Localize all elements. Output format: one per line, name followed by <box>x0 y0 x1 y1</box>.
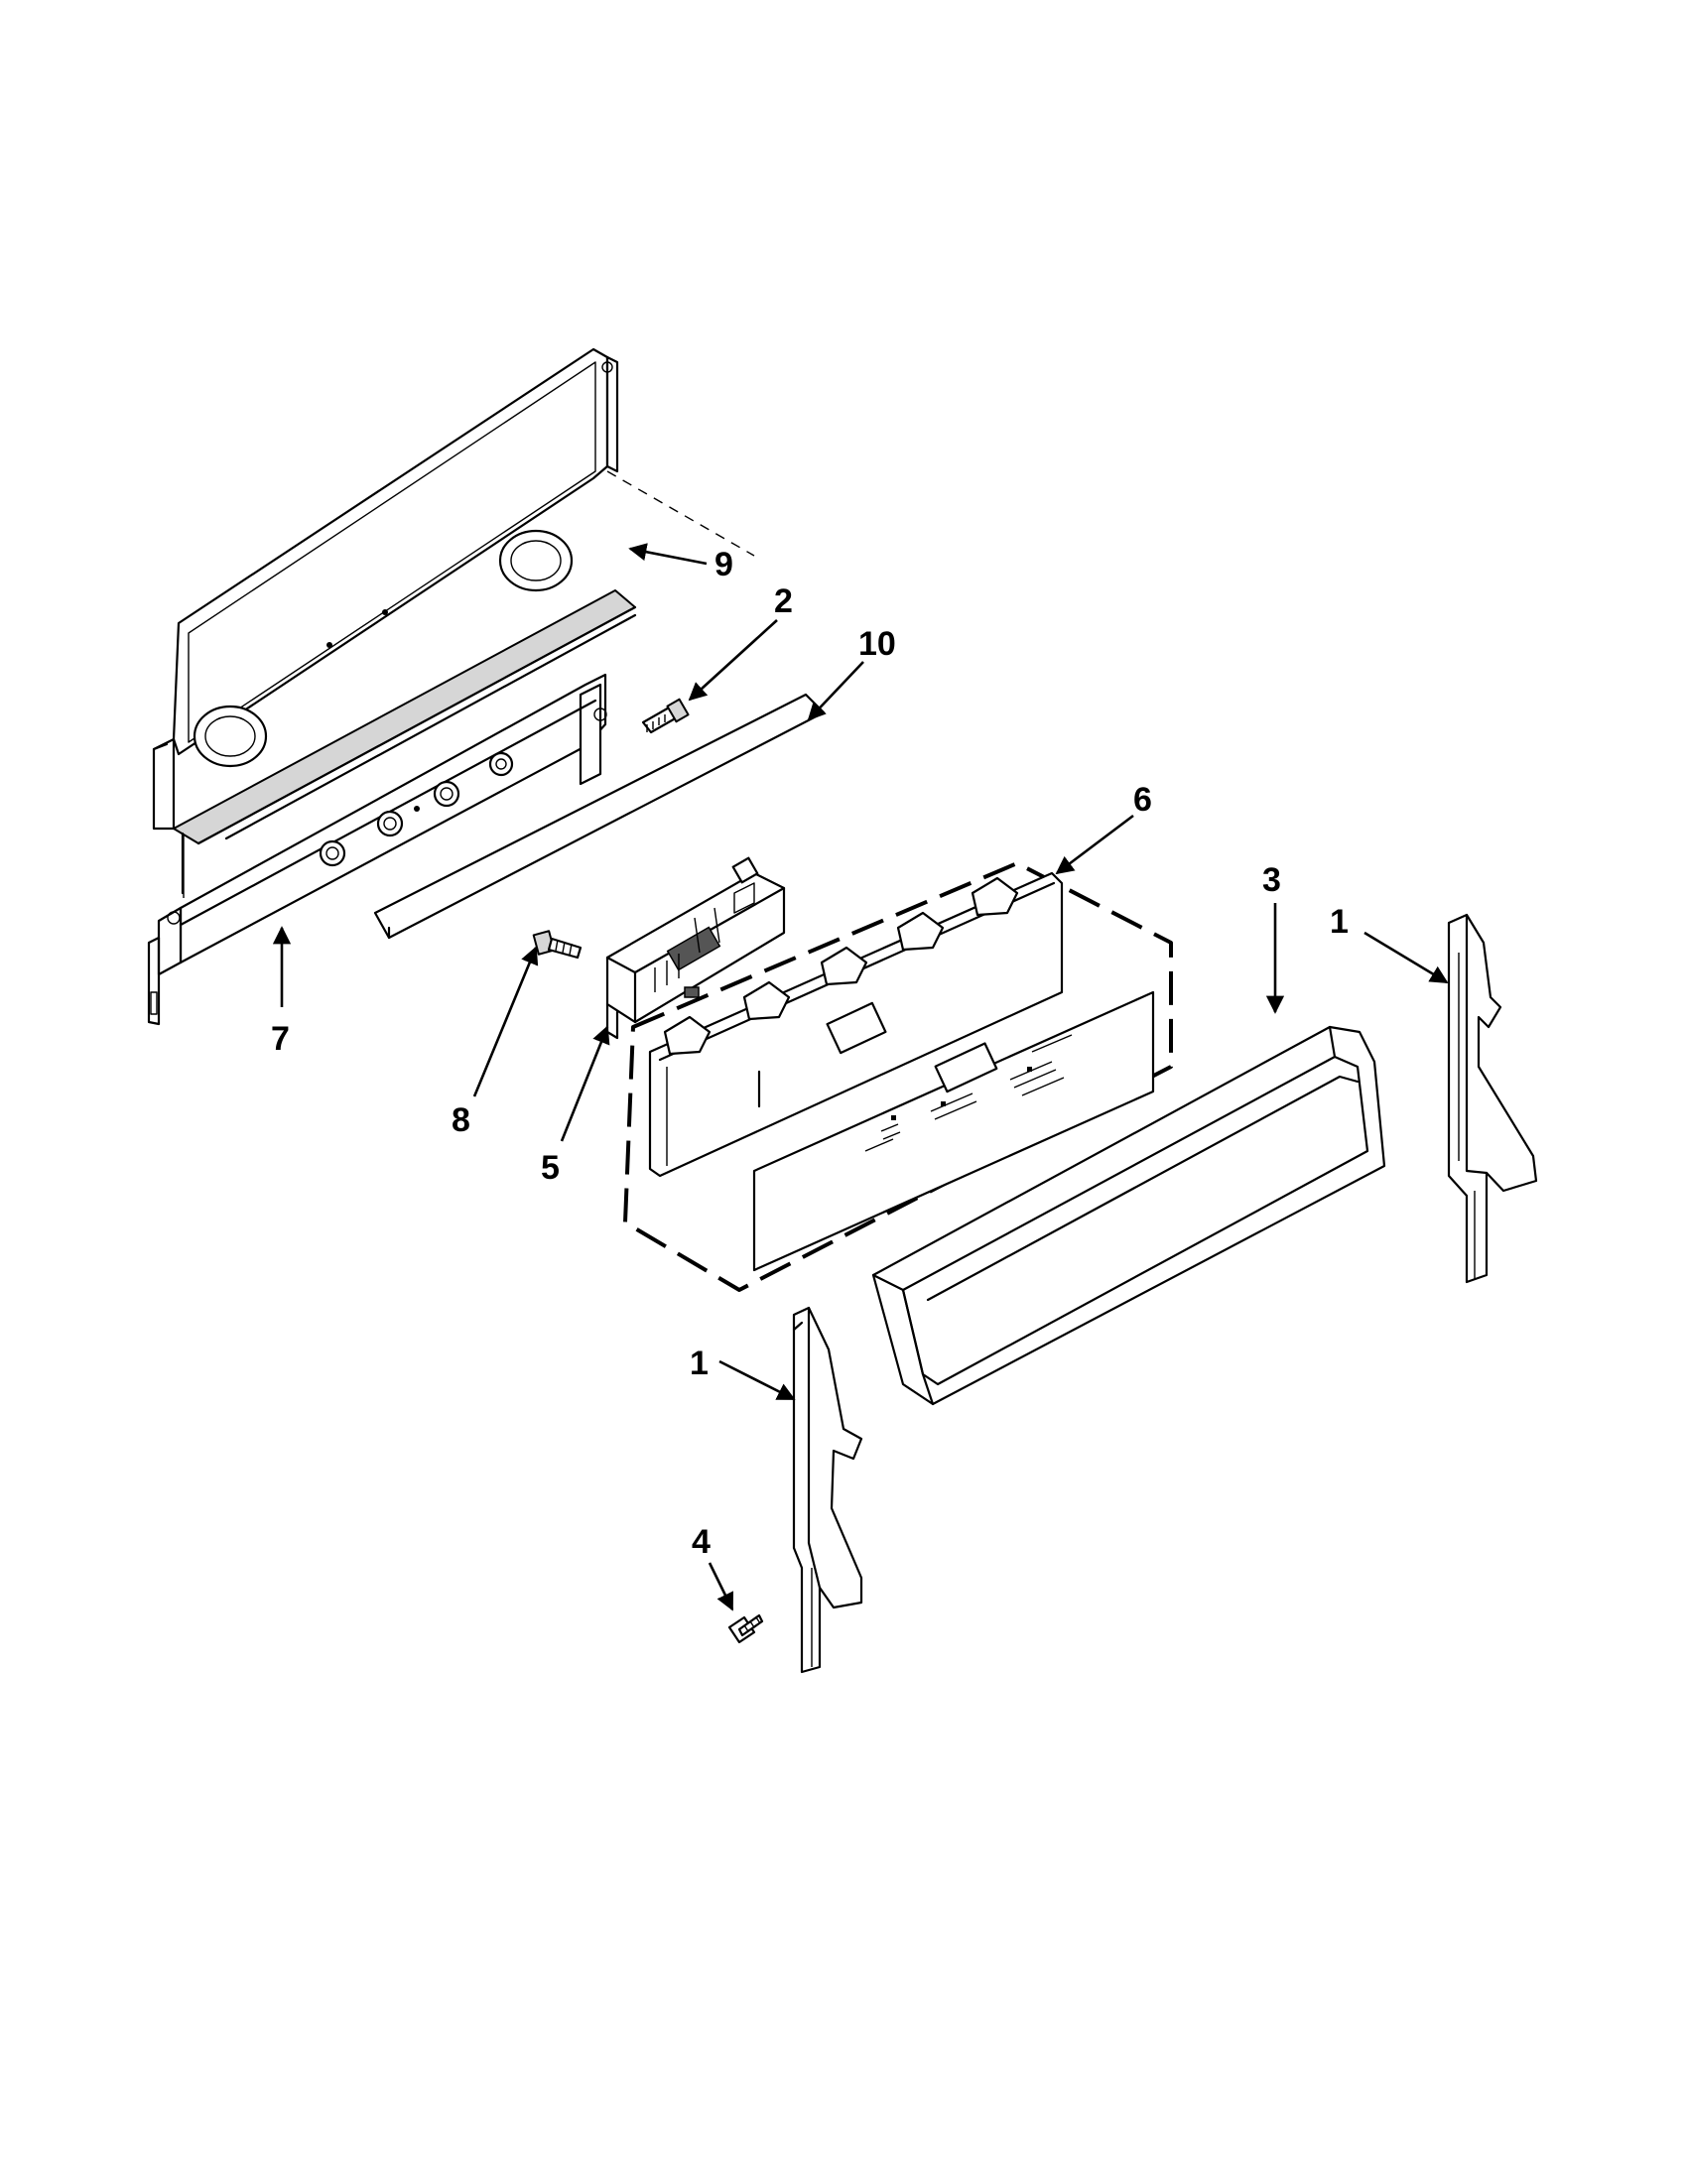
screw-part-4[interactable] <box>727 1613 764 1644</box>
callout-labels: 9 2 10 6 3 1 7 8 5 1 4 <box>271 546 1349 1561</box>
leader-lines <box>272 543 1449 1611</box>
touchpad-icon <box>864 1034 1073 1152</box>
callout-4: 4 <box>692 1523 711 1561</box>
callout-1-right: 1 <box>1330 903 1349 941</box>
callout-3: 3 <box>1262 861 1281 899</box>
control-panel-trim-part[interactable] <box>871 1025 1386 1406</box>
screw-part-8[interactable] <box>532 930 583 960</box>
callout-6: 6 <box>1133 781 1152 819</box>
callout-1-left: 1 <box>690 1345 709 1382</box>
control-panel-assembly[interactable] <box>623 861 1173 1292</box>
callout-5: 5 <box>541 1149 560 1187</box>
knob-hole-icon <box>319 751 514 867</box>
control-bracket-part[interactable] <box>147 673 607 1026</box>
electronic-control-part[interactable] <box>605 856 786 1040</box>
callout-2: 2 <box>774 582 793 620</box>
side-trim-left-part[interactable] <box>792 1306 863 1674</box>
callout-10: 10 <box>858 625 896 663</box>
side-trim-right-part[interactable] <box>1447 913 1538 1284</box>
screw-part-2[interactable] <box>641 698 690 734</box>
backguard-part[interactable] <box>152 347 637 845</box>
callout-8: 8 <box>452 1101 470 1139</box>
knob-icon <box>663 876 1019 1056</box>
callout-7: 7 <box>271 1020 290 1058</box>
callout-9: 9 <box>714 546 733 583</box>
